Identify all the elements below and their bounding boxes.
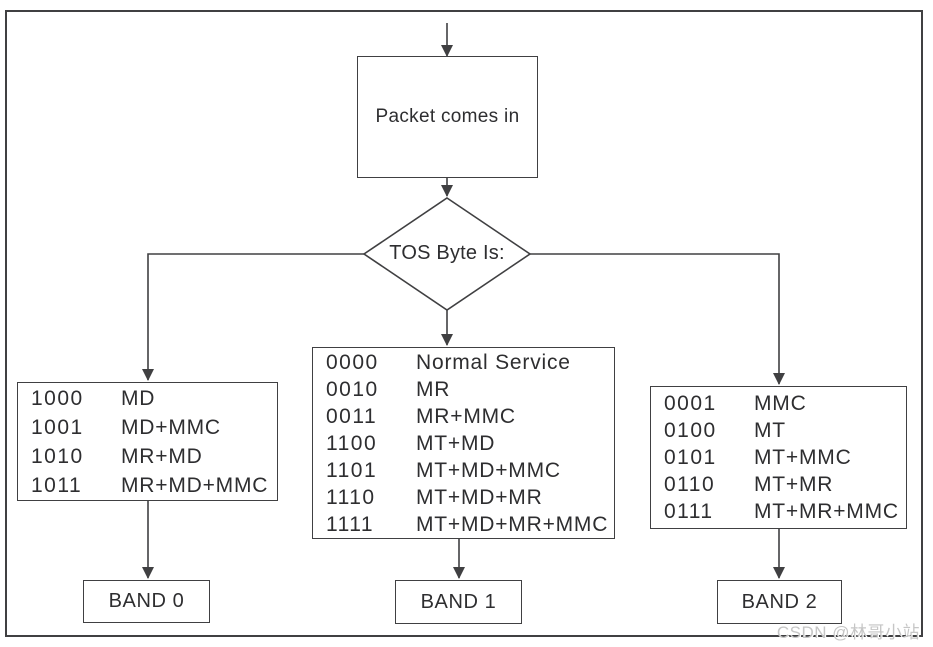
tos-row: 1000 MD	[31, 384, 277, 413]
tos-row: 0001 MMC	[664, 390, 906, 417]
decision-diamond	[362, 197, 532, 311]
tos-code: 1110	[326, 485, 376, 509]
tos-row: 1101 MT+MD+MMC	[326, 457, 614, 484]
tos-row: 0000 Normal Service	[326, 349, 614, 376]
tos-row: 1100 MT+MD	[326, 430, 614, 457]
tos-code: 0101	[664, 446, 717, 469]
tos-code: 1010	[31, 444, 84, 468]
tos-row: 1110 MT+MD+MR	[326, 484, 614, 511]
tos-services: MD+MMC	[121, 415, 221, 439]
tos-row: 0100 MT	[664, 417, 906, 444]
tos-row: 0111 MT+MR+MMC	[664, 498, 906, 525]
band-0-node: BAND 0	[83, 580, 210, 623]
tos-services: MT	[754, 419, 786, 442]
band-2-label: BAND 2	[741, 590, 818, 613]
tos-services: MD	[121, 386, 156, 410]
tos-services: MR+MD+MMC	[121, 473, 269, 497]
tos-services: MT+MR+MMC	[754, 500, 899, 523]
tos-code: 0010	[326, 377, 379, 401]
tos-code: 0100	[664, 419, 717, 442]
tos-code: 1111	[326, 512, 375, 536]
tos-table-right: 0001 MMC 0100 MT 0101 MT+MMC 0110 MT+MR …	[650, 386, 907, 529]
tos-code: 0110	[664, 473, 716, 496]
tos-row: 0110 MT+MR	[664, 471, 906, 498]
tos-code: 0011	[326, 404, 378, 428]
tos-services: MT+MD+MR	[416, 485, 543, 509]
decision-label: TOS Byte Is:	[389, 242, 505, 264]
watermark: CSDN @林哥小站	[776, 623, 920, 642]
tos-code: 1101	[326, 458, 378, 482]
tos-row: 1011 MR+MD+MMC	[31, 471, 277, 500]
outer-frame	[5, 10, 923, 637]
band-0-label: BAND 0	[108, 590, 185, 612]
tos-services: MT+MD+MR+MMC	[416, 512, 609, 536]
tos-code: 1001	[31, 415, 84, 439]
tos-services: MR+MMC	[416, 404, 516, 428]
tos-code: 0001	[664, 392, 717, 415]
tos-services: MT+MD+MMC	[416, 458, 561, 482]
tos-row: 0011 MR+MMC	[326, 403, 614, 430]
tos-code: 1100	[326, 431, 378, 455]
tos-services: MR	[416, 377, 451, 401]
tos-services: MMC	[754, 392, 807, 415]
tos-services: Normal Service	[416, 350, 571, 374]
band-1-label: BAND 1	[420, 590, 497, 613]
tos-table-left: 1000 MD 1001 MD+MMC 1010 MR+MD 1011 MR+M…	[17, 382, 278, 501]
tos-services: MT+MD	[416, 431, 496, 455]
arrow-decision-to-left-table	[142, 253, 364, 381]
start-node: Packet comes in	[357, 56, 538, 178]
band-2-node: BAND 2	[717, 580, 842, 624]
tos-row: 0101 MT+MMC	[664, 444, 906, 471]
tos-services: MT+MR	[754, 473, 834, 496]
tos-code: 1011	[31, 473, 83, 497]
band-1-node: BAND 1	[395, 580, 522, 624]
tos-row: 1111 MT+MD+MR+MMC	[326, 511, 614, 538]
arrow-decision-to-right-table	[530, 253, 785, 385]
tos-code: 0000	[326, 350, 379, 374]
tos-row: 1010 MR+MD	[31, 442, 277, 471]
tos-row: 1001 MD+MMC	[31, 413, 277, 442]
tos-services: MT+MMC	[754, 446, 852, 469]
tos-table-middle: 0000 Normal Service 0010 MR 0011 MR+MMC …	[312, 347, 615, 539]
tos-code: 1000	[31, 386, 84, 410]
tos-row: 0010 MR	[326, 376, 614, 403]
tos-services: MR+MD	[121, 444, 203, 468]
start-label: Packet comes in	[375, 106, 520, 127]
tos-code: 0111	[664, 500, 714, 523]
